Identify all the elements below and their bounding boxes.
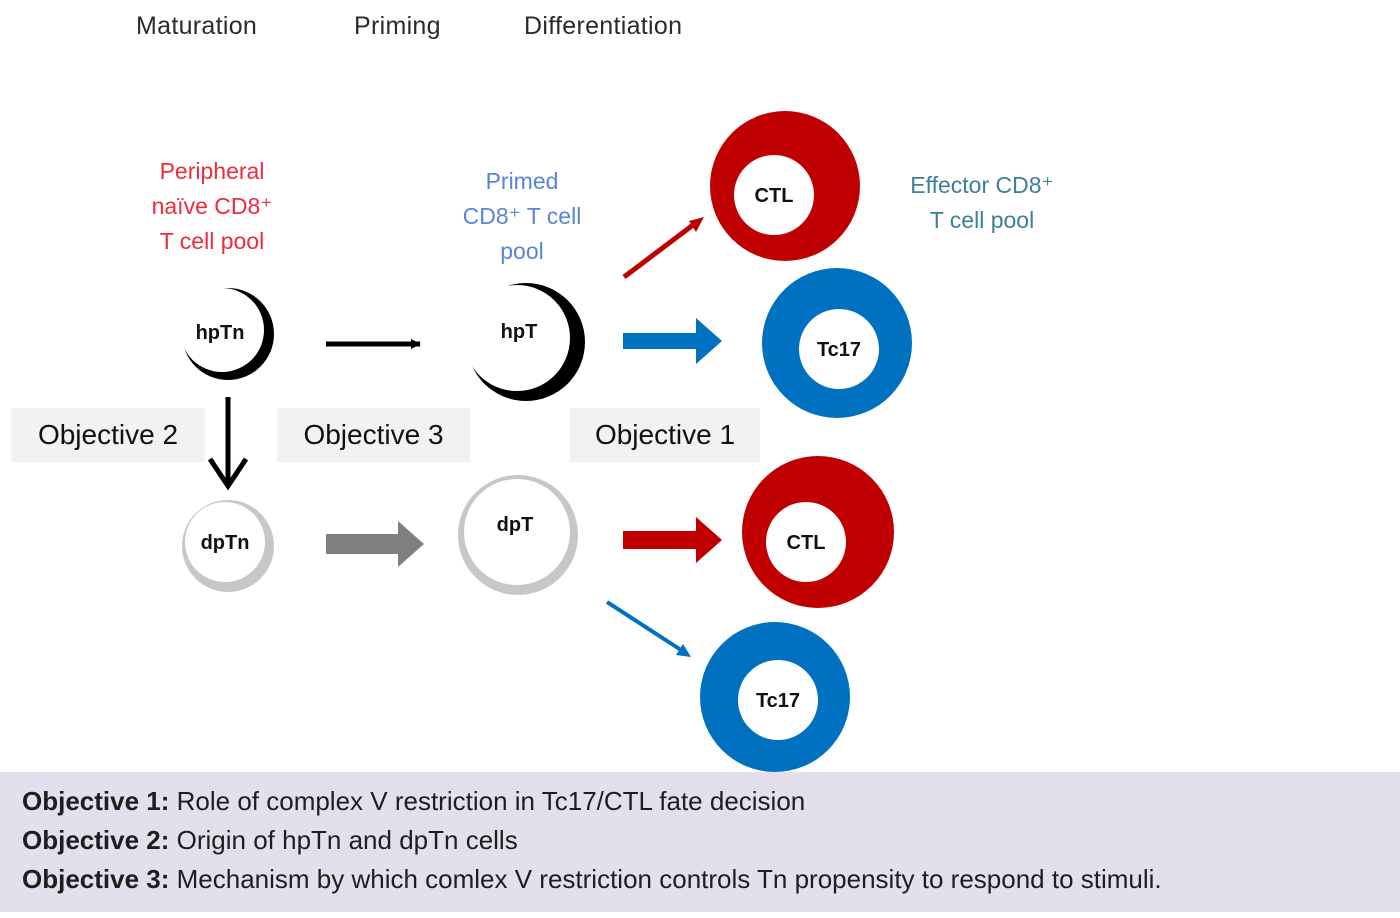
naive-pool-label: Peripheral naïve CD8⁺ T cell pool: [112, 154, 312, 259]
arrow-hpT-to-ctl: [622, 223, 695, 279]
ctl-bottom-label: CTL: [787, 532, 826, 554]
hpTn-label: hpTn: [196, 322, 245, 344]
dpTn-cell: dpTn: [182, 500, 274, 592]
legend-2-text: Origin of hpTn and dpTn cells: [169, 825, 518, 855]
hpT-cell: hpT: [464, 283, 585, 401]
dpTn-label: dpTn: [201, 532, 250, 554]
effector-pool-label: Effector CD8⁺ T cell pool: [872, 168, 1092, 238]
hpT-label: hpT: [501, 321, 538, 343]
hpTn-cell: hpTn: [180, 288, 274, 380]
objective-3-box: Objective 3: [277, 408, 470, 462]
primed-pool-line-1: Primed: [485, 168, 559, 194]
legend-3-text: Mechanism by which comlex V restriction …: [169, 864, 1162, 894]
tc17-top-label: Tc17: [817, 339, 861, 361]
naive-pool-line-3: T cell pool: [159, 228, 265, 254]
dpT-cell: dpT: [458, 475, 578, 595]
tc17-cell-bottom: Tc17: [700, 622, 850, 772]
objective-1-box: Objective 1: [570, 408, 760, 462]
stage-differentiation: Differentiation: [524, 12, 683, 40]
arrow-dpT-to-tc17-head: [676, 644, 691, 657]
primed-pool-label: Primed CD8⁺ T cell pool: [422, 164, 622, 269]
legend-1-label: Objective 1:: [22, 786, 170, 816]
arrow-dpT-to-tc17: [605, 600, 683, 652]
stage-maturation: Maturation: [136, 12, 258, 40]
ctl-cell-top: CTL: [710, 111, 860, 261]
primed-pool-line-2: CD8⁺ T cell: [462, 203, 582, 229]
arrow-dpT-to-ctl: [623, 517, 722, 563]
legend-1-text: Role of complex V restriction in Tc17/CT…: [169, 786, 806, 816]
arrow-hpTn-to-dpTn-head: [207, 457, 249, 491]
legend-line-3: Objective 3: Mechanism by which comlex V…: [22, 864, 1162, 895]
legend-3-label: Objective 3:: [22, 864, 170, 894]
dpT-label: dpT: [497, 514, 534, 536]
diagram-canvas: hpTn hpT dpTn dpT CTL Tc17 CTL T: [180, 111, 912, 772]
effector-pool-line-1: Effector CD8⁺: [910, 172, 1054, 198]
ctl-top-label: CTL: [755, 185, 794, 207]
arrow-dpTn-to-dpT: [326, 521, 424, 567]
tc17-cell-top: Tc17: [762, 268, 912, 418]
stage-priming: Priming: [354, 12, 441, 40]
ctl-cell-bottom: CTL: [742, 456, 894, 608]
legend-2-label: Objective 2:: [22, 825, 170, 855]
legend-line-2: Objective 2: Origin of hpTn and dpTn cel…: [22, 825, 518, 856]
objective-2-box: Objective 2: [11, 408, 205, 462]
arrow-hpT-to-ctl-head: [689, 217, 704, 232]
tc17-bottom-label: Tc17: [756, 690, 800, 712]
naive-pool-line-2: naïve CD8⁺: [151, 193, 273, 219]
primed-pool-line-3: pool: [500, 238, 544, 264]
legend-line-1: Objective 1: Role of complex V restricti…: [22, 786, 805, 817]
effector-pool-line-2: T cell pool: [929, 207, 1035, 233]
arrow-hpT-to-tc17: [623, 318, 722, 364]
objectives-legend: Objective 1: Role of complex V restricti…: [0, 772, 1400, 912]
naive-pool-line-1: Peripheral: [159, 158, 265, 184]
